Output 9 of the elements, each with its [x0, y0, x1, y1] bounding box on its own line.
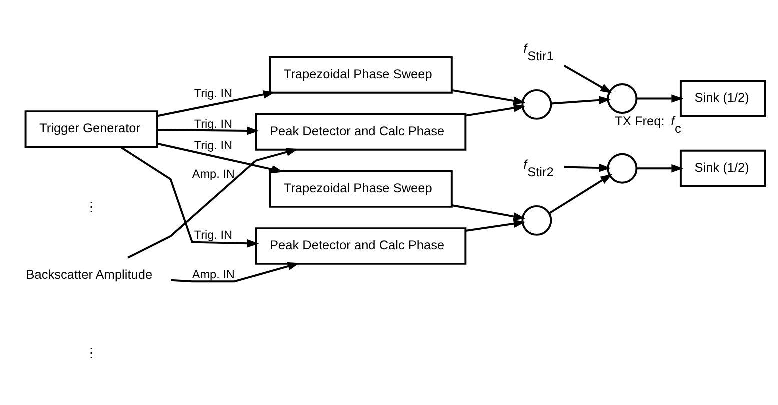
node-text: Backscatter Amplitude: [26, 267, 153, 282]
label: ⋮: [85, 199, 98, 214]
label: ⋮: [85, 346, 98, 361]
edge-label: Trig. IN: [194, 118, 233, 131]
edge-label: Trig. IN: [194, 140, 233, 153]
edge-label: Amp. IN: [192, 268, 235, 282]
edge-label: Trig. IN: [194, 87, 233, 100]
edge-label: Trig. IN: [194, 228, 233, 242]
edge-label: Amp. IN: [192, 168, 235, 182]
